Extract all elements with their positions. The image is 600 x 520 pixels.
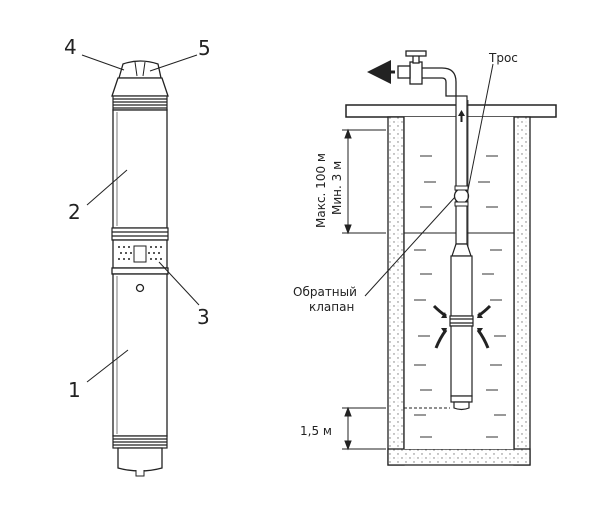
pump-inlet-screen [112,239,168,269]
depth-max-label: Макс. 100 м [314,153,328,228]
valve-label-line2: клапан [309,300,354,314]
pump-upper-body [112,109,168,229]
pipe-flow-arrow [458,110,465,122]
inlet-holes [118,246,162,260]
check-valve [453,188,470,204]
valve-label-line1: Обратный [293,285,357,299]
pump-in-well [449,243,474,411]
outlet-pipe [397,50,457,97]
depth-dimension [342,128,386,235]
pump-base [117,447,163,472]
bottom-gap-dimension [342,406,450,451]
pump-mid-bands [111,227,169,241]
well-bottom [387,448,531,466]
well-diagram [342,50,557,466]
callout-4: 4 [64,35,77,59]
pump-head [118,60,162,79]
pump-bolt [135,283,145,293]
callout-2: 2 [68,200,81,224]
callout-1: 1 [68,378,81,402]
cable-label: Трос [488,51,518,65]
water-marks [414,155,506,438]
pump-upper-thread [112,95,168,111]
ground-slab [345,104,557,118]
cable-leader [467,63,494,191]
bottom-gap-label: 1,5 м [300,424,332,438]
pump-lower-thread [112,435,168,449]
valve-leader [364,196,456,297]
callout-3: 3 [197,305,210,329]
callout-leaders [81,54,200,383]
submersible-pump [111,60,169,477]
depth-min-label: Мин. 3 м [330,161,344,215]
well-wall-left [387,116,405,466]
callout-5: 5 [198,36,211,60]
well-wall-right [513,116,531,466]
pump-upper-cap [111,77,169,97]
